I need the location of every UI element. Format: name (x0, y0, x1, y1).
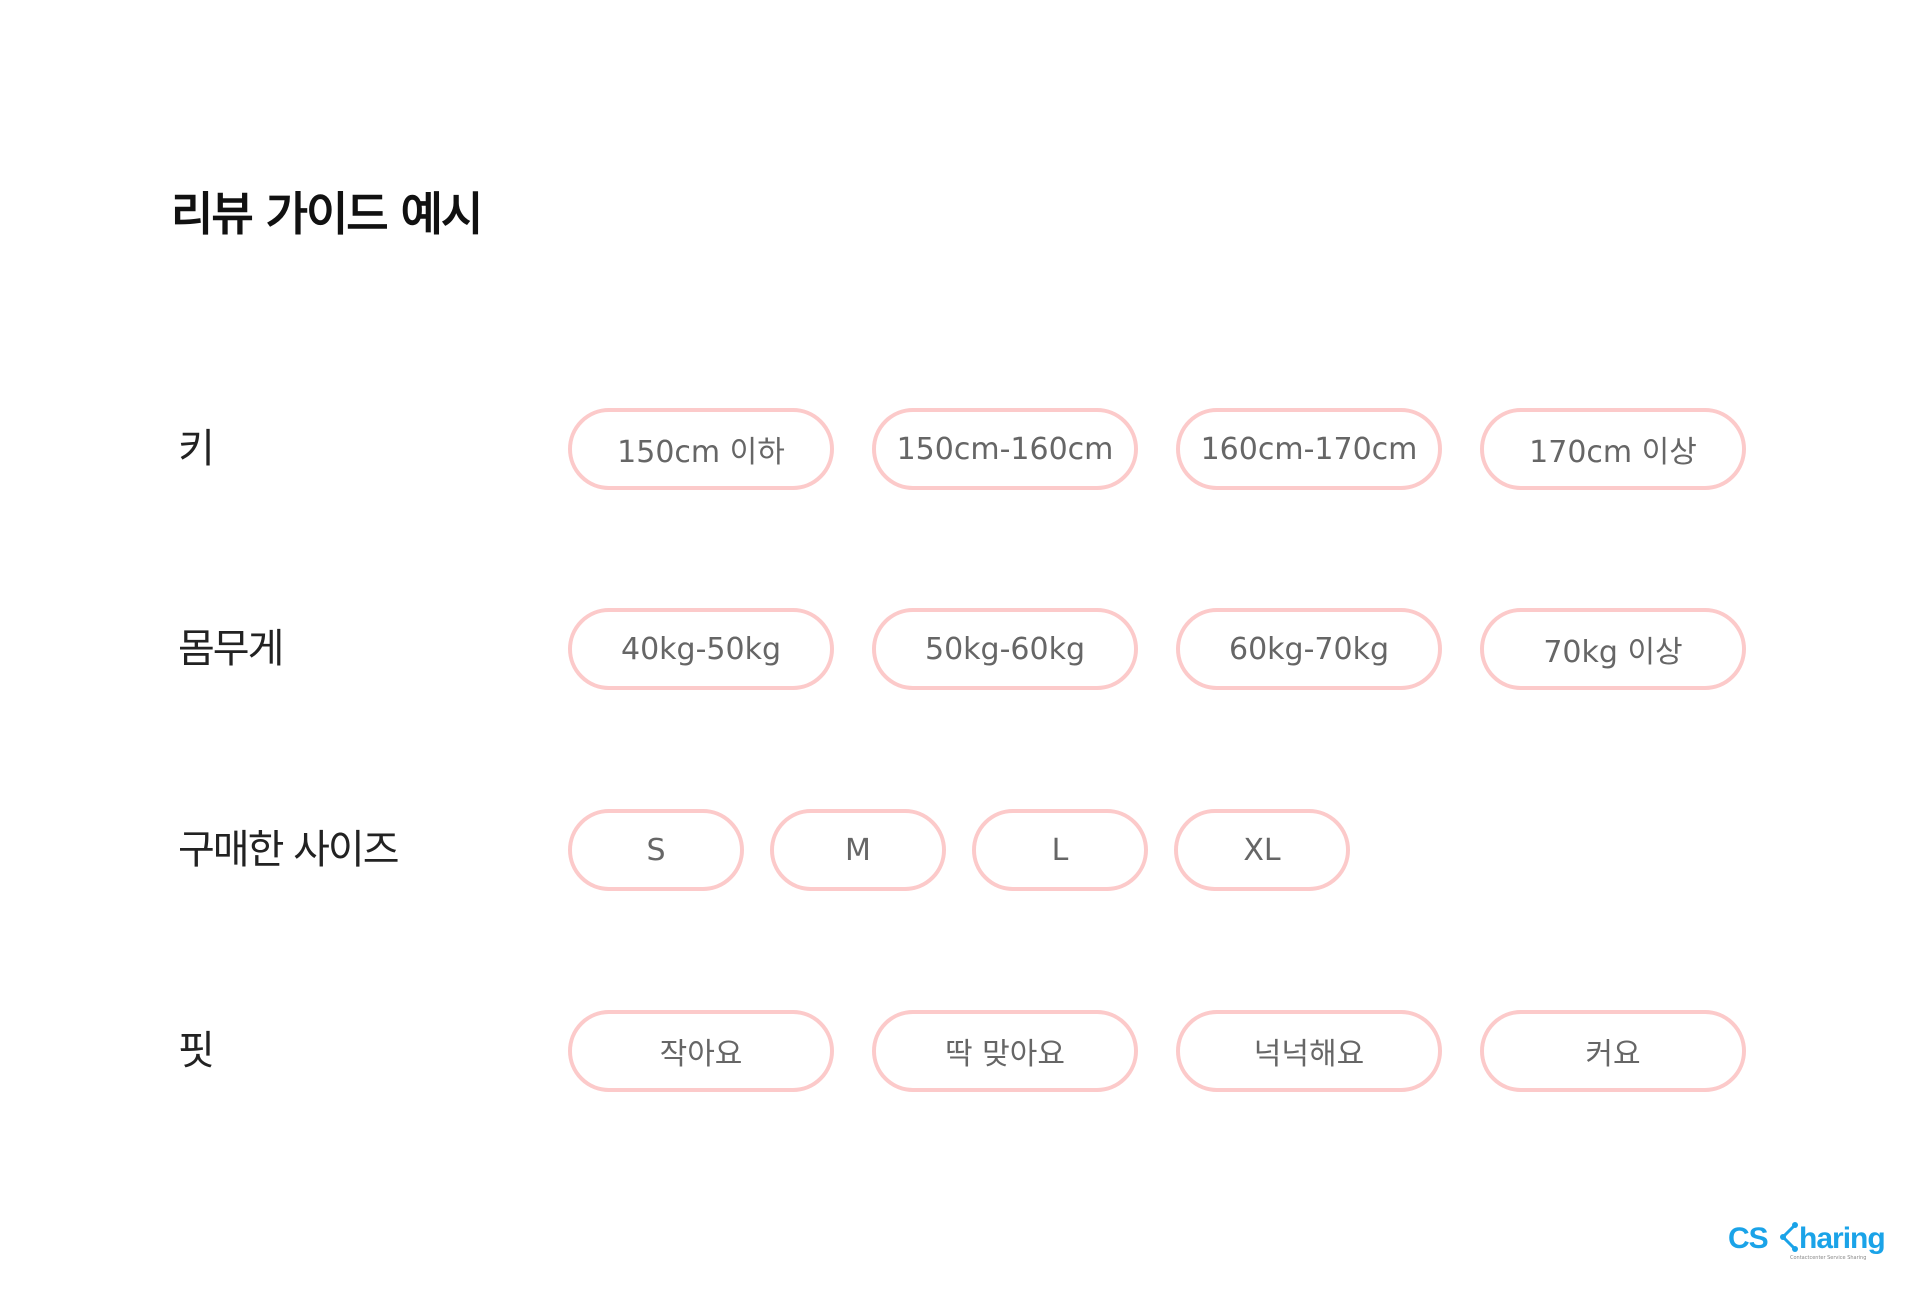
option-chip[interactable]: 150cm 이하 (568, 408, 834, 490)
weight-row: 몸무게 40kg-50kg 50kg-60kg 60kg-70kg 70kg 이… (0, 608, 1920, 690)
option-chip[interactable]: 넉넉해요 (1176, 1010, 1442, 1092)
option-chip[interactable]: L (972, 809, 1148, 891)
option-chip[interactable]: 커요 (1480, 1010, 1746, 1092)
size-row: 구매한 사이즈 S M L XL (0, 809, 1920, 891)
fit-row: 핏 작아요 딱 맞아요 넉넉해요 커요 (0, 1010, 1920, 1092)
row-label-fit: 핏 (178, 1028, 215, 1074)
logo-sharing: haring (1799, 1222, 1886, 1255)
option-chip[interactable]: 40kg-50kg (568, 608, 834, 690)
share-icon (1780, 1222, 1799, 1252)
option-chip[interactable]: M (770, 809, 946, 891)
row-label-weight: 몸무게 (178, 626, 284, 672)
option-chip[interactable]: XL (1174, 809, 1350, 891)
logo-tagline: Contactcenter Service Sharing (1790, 1255, 1867, 1261)
height-row: 키 150cm 이하 150cm-160cm 160cm-170cm 170cm… (0, 408, 1920, 490)
row-label-height: 키 (178, 426, 215, 472)
option-chip[interactable]: 작아요 (568, 1010, 834, 1092)
logo-cs: CS (1728, 1222, 1769, 1255)
option-chip[interactable]: 50kg-60kg (872, 608, 1138, 690)
option-chip[interactable]: 딱 맞아요 (872, 1010, 1138, 1092)
option-chip[interactable]: 170cm 이상 (1480, 408, 1746, 490)
option-chip[interactable]: S (568, 809, 744, 891)
option-chip[interactable]: 60kg-70kg (1176, 608, 1442, 690)
page-title: 리뷰 가이드 예시 (171, 187, 483, 241)
option-chip[interactable]: 160cm-170cm (1176, 408, 1442, 490)
row-label-size: 구매한 사이즈 (178, 827, 400, 873)
option-chip[interactable]: 150cm-160cm (872, 408, 1138, 490)
cs-sharing-logo: CS haring Contactcenter Service Sharing (1728, 1222, 1886, 1262)
option-chip[interactable]: 70kg 이상 (1480, 608, 1746, 690)
